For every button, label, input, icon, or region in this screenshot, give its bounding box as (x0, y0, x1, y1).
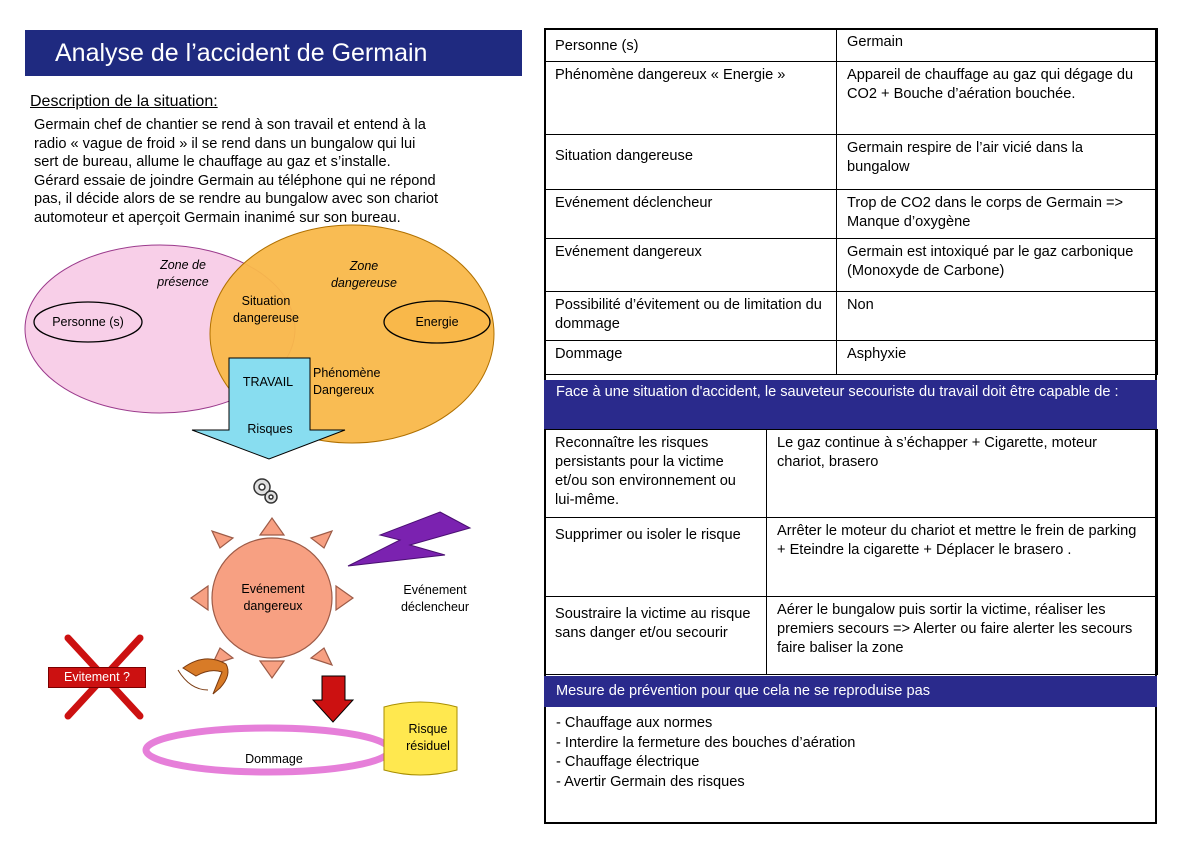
list-item: - Interdire la fermeture des bouches d’a… (556, 734, 856, 751)
prevention-banner: Mesure de prévention pour que cela ne se… (544, 676, 1157, 707)
table-row: Phénomène dangereux « Energie » Appareil… (544, 61, 1158, 135)
label-line: Zone de (160, 258, 206, 272)
row-label: Reconnaître les risques persistants pour… (544, 429, 767, 518)
table-row: Situation dangereuse Germain respire de … (544, 134, 1158, 190)
table-row: Reconnaître les risques persistants pour… (544, 429, 1158, 518)
table-row: Possibilité d’évitement ou de limitation… (544, 291, 1158, 341)
label-line: Evénement (241, 582, 305, 596)
row-label: Evénement déclencheur (544, 189, 837, 239)
label-phenomene: Phénomène Dangereux (313, 365, 403, 399)
table-row: Evénement dangereux Germain est intoxiqu… (544, 238, 1158, 292)
table-row: Dommage Asphyxie (544, 340, 1158, 375)
label-line: déclencheur (400, 600, 470, 614)
row-value: Germain respire de l’air vicié dans la b… (836, 134, 1158, 190)
description-line: pas, il décide alors de se rendre au bun… (34, 191, 439, 207)
description-text: Germain chef de chantier se rend à son t… (34, 116, 524, 227)
description-heading: Description de la situation: (30, 93, 218, 110)
label-dommage: Dommage (245, 752, 303, 766)
row-value: Appareil de chauffage au gaz qui dégage … (836, 61, 1158, 135)
label-energie: Energie (415, 315, 459, 329)
row-label: Evénement dangereux (544, 238, 837, 292)
sauveteur-banner: Face à une situation d'accident, le sauv… (544, 380, 1157, 429)
table-row: Personne (s) Germain (544, 28, 1158, 62)
label-evenement-declencheur: Evénement déclencheur (388, 582, 482, 616)
down-arrow-icon (311, 675, 355, 723)
label-line: dangereux (243, 599, 303, 613)
row-value: Non (836, 291, 1158, 341)
label-line: Evénement (403, 583, 467, 597)
row-value: Asphyxie (836, 340, 1158, 375)
label-line: résiduel (406, 739, 450, 753)
list-item: - Chauffage électrique (556, 754, 700, 770)
evitement-arrow-icon (177, 658, 229, 695)
lightning-icon (347, 511, 472, 567)
description-line: Gérard essaie de joindre Germain au télé… (34, 172, 436, 189)
description-line: sert de bureau, allume le chauffage au g… (34, 154, 391, 170)
row-label: Soustraire la victime au risque sans dan… (544, 596, 767, 675)
personnes-ellipse (33, 301, 143, 343)
prevention-list: - Chauffage aux normes - Interdire la fe… (556, 714, 855, 792)
label-line: Phénomène (313, 366, 381, 380)
description-line: automoteur et aperçoit Germain inanimé s… (34, 209, 401, 226)
label-situation-dangereuse: Situation dangereuse (220, 293, 312, 327)
description-line: radio « vague de froid » il se rend dans… (34, 135, 416, 152)
analysis-table: Personne (s) Germain Phénomène dangereux… (544, 28, 1158, 375)
row-label: Dommage (544, 340, 837, 375)
row-label: Situation dangereuse (544, 134, 837, 190)
danger-diagram (24, 224, 495, 776)
label-line: Zone (349, 259, 379, 273)
label-risques: Risques (247, 422, 293, 436)
gears-icon (253, 478, 278, 504)
label-evitement: Evitement ? (48, 667, 146, 688)
row-label: Possibilité d’évitement ou de limitation… (544, 291, 837, 341)
row-value: Trop de CO2 dans le corps de Germain => … (836, 189, 1158, 239)
page-title: Analyse de l’accident de Germain (25, 30, 522, 76)
label-line: présence (157, 275, 209, 289)
energie-ellipse (383, 300, 491, 344)
label-line: Risque (408, 722, 448, 736)
table-row: Supprimer ou isoler le risque Arrêter le… (544, 517, 1158, 597)
label-evenement-dangereux: Evénement dangereux (226, 581, 320, 615)
label-zone-dangereuse: Zone dangereuse (318, 258, 410, 292)
label-line: dangereuse (232, 311, 300, 325)
row-value: Germain est intoxiqué par le gaz carboni… (836, 238, 1158, 292)
travail-arrow (191, 357, 346, 460)
row-label: Phénomène dangereux « Energie » (544, 61, 837, 135)
label-personnes: Personne (s) (52, 315, 124, 329)
row-value: Germain (836, 28, 1158, 62)
row-value: Arrêter le moteur du chariot et mettre l… (766, 517, 1158, 597)
row-label: Personne (s) (544, 28, 837, 62)
label-line: Situation (241, 294, 291, 308)
sun-icon (189, 516, 355, 680)
table-row: Soustraire la victime au risque sans dan… (544, 596, 1158, 675)
label-risque-residuel: Risque résiduel (392, 721, 464, 755)
list-item: - Chauffage aux normes (556, 715, 713, 731)
risque-residuel-flag (383, 701, 458, 776)
description-line: Germain chef de chantier se rend à son t… (34, 117, 426, 133)
label-zone-presence: Zone de présence (143, 257, 223, 291)
list-item: - Avertir Germain des risques (556, 773, 745, 790)
label-line: Dangereux (313, 383, 375, 397)
label-line: dangereuse (330, 276, 398, 290)
row-value: Le gaz continue à s’échapper + Cigarette… (766, 429, 1158, 518)
table-row: Evénement déclencheur Trop de CO2 dans l… (544, 189, 1158, 239)
sauveteur-table: Reconnaître les risques persistants pour… (544, 429, 1158, 675)
row-label: Supprimer ou isoler le risque (544, 517, 767, 597)
row-value: Aérer le bungalow puis sortir la victime… (766, 596, 1158, 675)
label-travail: TRAVAIL (242, 375, 294, 389)
